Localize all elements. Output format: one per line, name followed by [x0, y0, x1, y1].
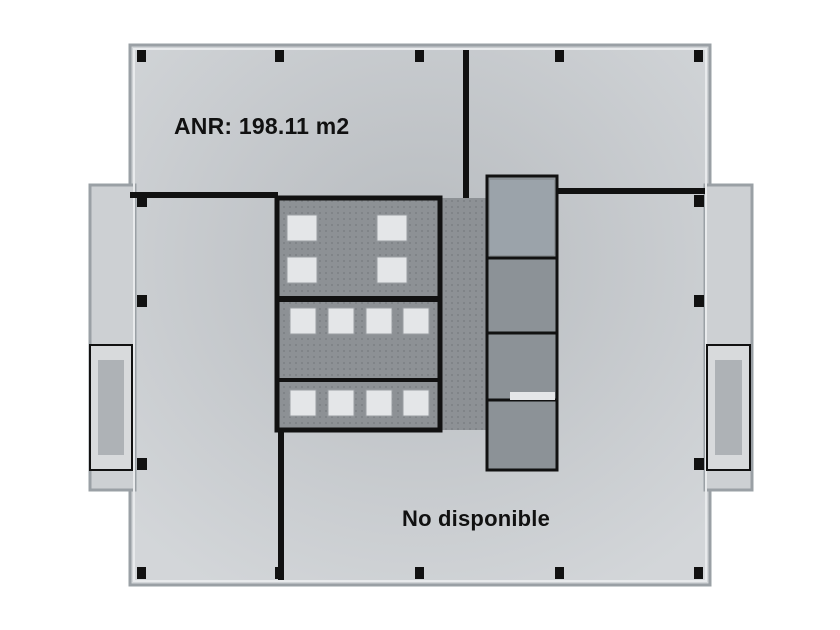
elevator: [365, 307, 393, 335]
availability-label: No disponible: [402, 506, 551, 531]
elevator: [365, 389, 393, 417]
elevator: [327, 307, 355, 335]
elevator: [327, 389, 355, 417]
elevator: [286, 256, 318, 284]
elevator: [286, 214, 318, 242]
elevator: [289, 389, 317, 417]
columns: [137, 50, 704, 579]
elevator: [289, 307, 317, 335]
elevator-core: [274, 195, 487, 433]
elevator: [402, 307, 430, 335]
elevator: [376, 256, 408, 284]
stair-right: [706, 344, 751, 471]
elevator: [402, 389, 430, 417]
restrooms: [485, 174, 559, 472]
walls: [130, 50, 705, 580]
elevator: [376, 214, 408, 242]
area-label: ANR: 198.11 m2: [174, 113, 350, 139]
stair-left: [89, 344, 133, 471]
